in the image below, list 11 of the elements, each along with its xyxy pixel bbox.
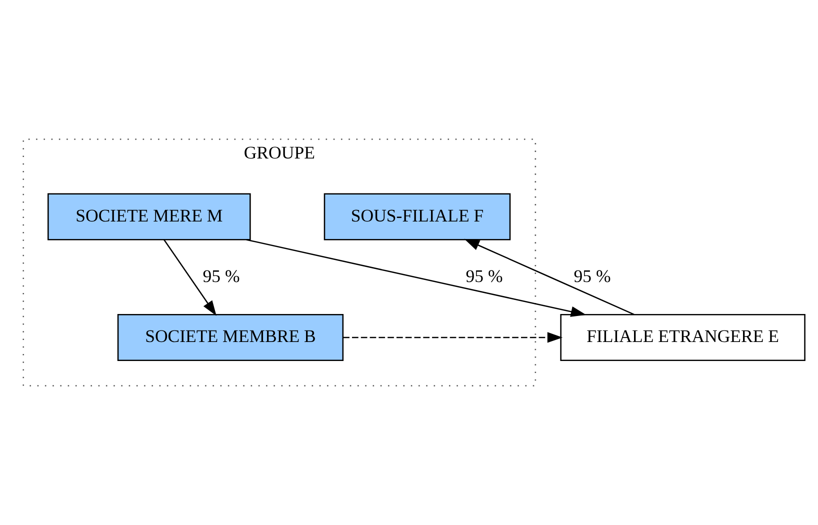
- arrow: [164, 239, 216, 316]
- edge-label: 95 %: [574, 266, 611, 286]
- arrow: [246, 239, 586, 317]
- node-box: SOCIETE MEMBRE B: [117, 314, 344, 361]
- node-box: SOCIETE MERE M: [48, 193, 251, 240]
- edge-label: 95 %: [466, 266, 503, 286]
- node-box: FILIALE ETRANGERE E: [560, 314, 806, 361]
- arrow: [343, 332, 563, 343]
- node-box: SOUS-FILIALE F: [324, 193, 511, 240]
- arrow: [464, 238, 634, 316]
- edge-label: 95 %: [202, 266, 240, 286]
